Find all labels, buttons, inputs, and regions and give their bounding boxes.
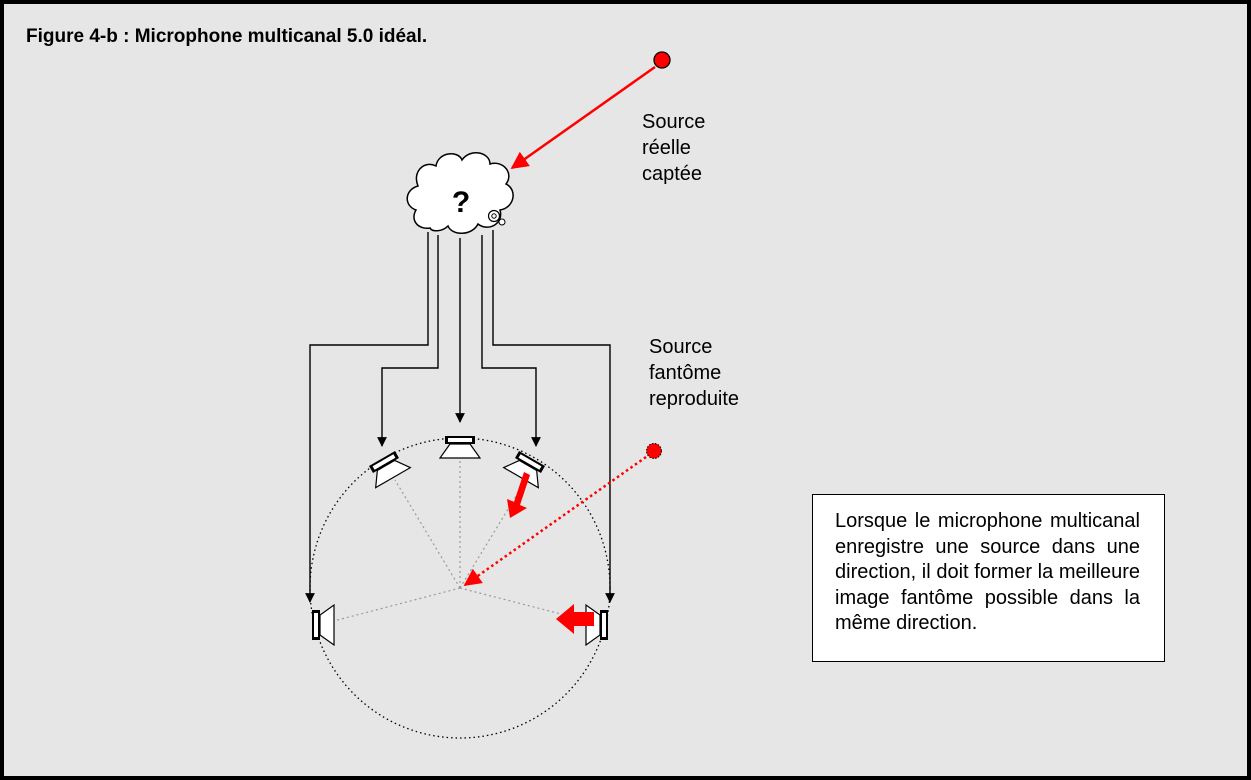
real-source-label-line: réelle bbox=[642, 137, 691, 159]
phantom-source-label-line: reproduite bbox=[649, 388, 740, 410]
speaker-front-right-icon bbox=[502, 451, 545, 489]
real-source-label: Source réelle captée bbox=[642, 109, 705, 187]
multichannel-diagram: ? bbox=[305, 51, 671, 739]
speaker-center-icon bbox=[438, 436, 482, 459]
phantom-source-label-line: Source bbox=[649, 336, 713, 358]
phantom-source-dot-icon bbox=[646, 443, 662, 459]
real-source-label-line: Source bbox=[642, 111, 706, 133]
real-source-dot-icon bbox=[653, 51, 671, 69]
signal-wires bbox=[305, 230, 615, 603]
surround-right-contribution-arrow-icon bbox=[556, 604, 594, 634]
explanation-note-box: Lorsque le microphone multicanal enregis… bbox=[812, 494, 1165, 662]
phantom-source-ray bbox=[463, 455, 647, 587]
real-source-ray bbox=[510, 65, 656, 170]
phantom-source-label: Source fantôme reproduite bbox=[649, 334, 739, 412]
phantom-source-label-line: fantôme bbox=[649, 362, 722, 384]
explanation-note-text: Lorsque le microphone multicanal enregis… bbox=[835, 510, 1140, 634]
microphone-cloud-icon bbox=[406, 152, 514, 234]
real-source-label-line: captée bbox=[642, 163, 703, 185]
speaker-front-left-icon bbox=[369, 451, 412, 489]
front-right-contribution-arrow-icon bbox=[507, 472, 530, 518]
figure-title: Figure 4-b : Microphone multicanal 5.0 i… bbox=[26, 26, 428, 47]
speaker-axes bbox=[329, 458, 593, 623]
microphone-question-mark: ? bbox=[452, 186, 470, 219]
speaker-surround-left-icon bbox=[312, 603, 335, 647]
